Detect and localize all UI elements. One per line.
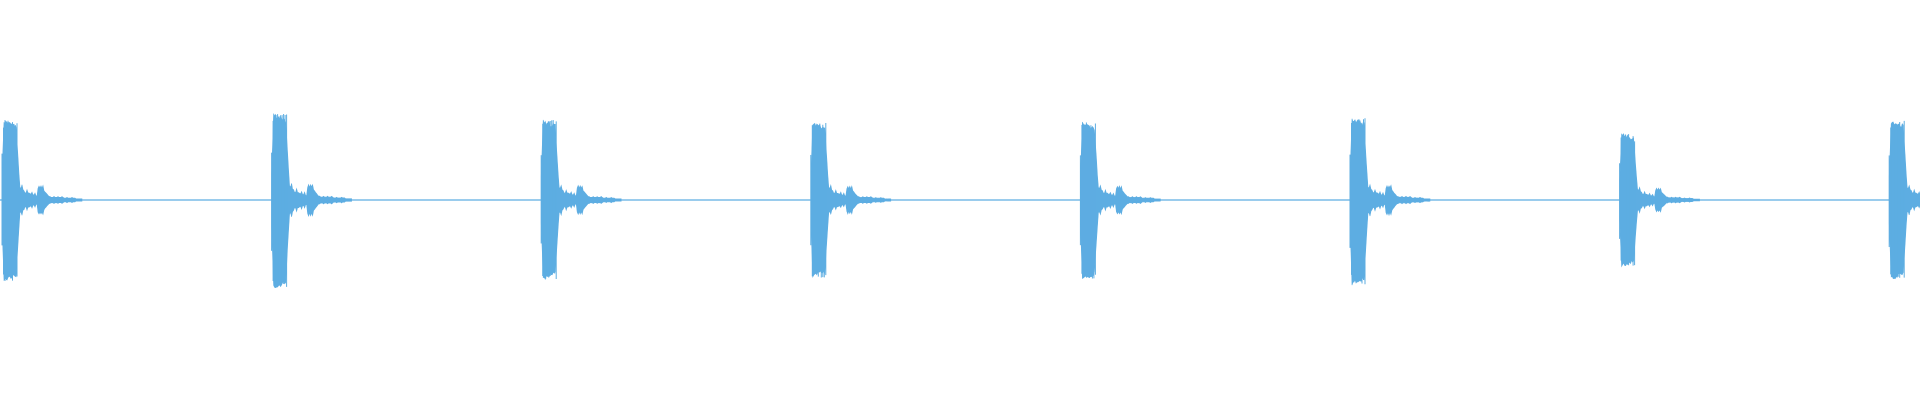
waveform-beat-envelope — [1080, 121, 1161, 280]
waveform-beat — [271, 113, 352, 289]
waveform-beats — [0, 113, 1920, 289]
waveform-beat — [810, 122, 892, 278]
waveform-beat — [540, 119, 622, 281]
waveform-beat-envelope — [271, 113, 352, 289]
waveform-beat-envelope — [1349, 118, 1431, 286]
waveform-beat-envelope — [1619, 133, 1700, 268]
waveform-beat — [1, 120, 83, 282]
waveform-beat-envelope — [540, 119, 622, 281]
waveform-beat — [1079, 121, 1161, 280]
waveform-beat — [1349, 118, 1431, 286]
waveform-beat-envelope — [810, 122, 892, 278]
waveform-beat-envelope — [1, 120, 83, 282]
waveform-beat — [1619, 133, 1700, 268]
waveform-beat — [1888, 120, 1920, 280]
